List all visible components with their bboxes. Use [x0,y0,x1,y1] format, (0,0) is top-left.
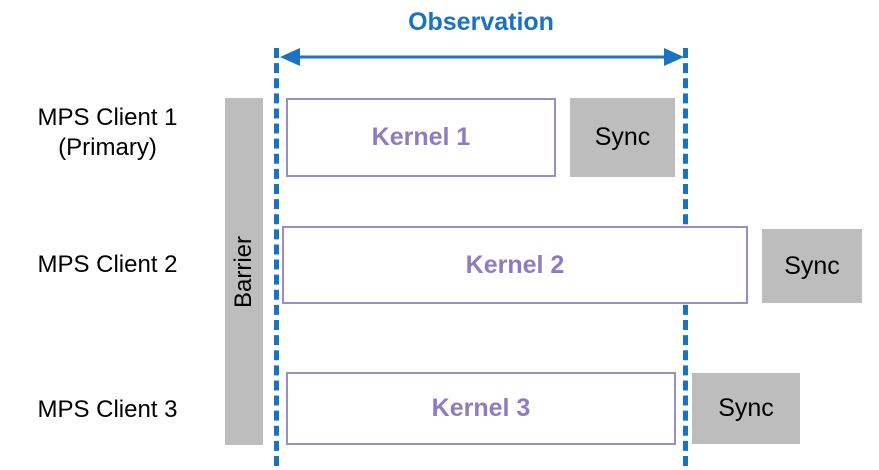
observation-start-line [274,48,279,466]
sync-label-3: Sync [718,394,774,422]
sync-label-2: Sync [784,251,840,280]
kernel-label-2: Kernel 2 [465,250,565,279]
sync-box-3: Sync [692,373,800,444]
kernel-box-1: Kernel 1 [286,98,556,177]
row-label-client-1-line1: MPS Client 1 [37,104,178,131]
sync-box-1: Sync [570,98,675,177]
observation-title: Observation [408,8,554,36]
row-label-client-3: MPS Client 3 [0,395,215,425]
kernel-box-3: Kernel 3 [286,372,676,445]
observation-span-arrow [280,48,684,66]
row-label-client-2: MPS Client 2 [0,250,215,280]
barrier-label: Barrier [230,235,257,308]
row-label-client-2-line1: MPS Client 2 [37,251,178,278]
sync-label-1: Sync [594,123,651,151]
kernel-box-2: Kernel 2 [282,226,748,304]
sync-box-2: Sync [762,229,862,303]
row-label-client-3-line1: MPS Client 3 [37,396,178,423]
row-label-client-1-line2: (Primary) [58,134,157,161]
kernel-label-1: Kernel 1 [371,123,471,151]
barrier-bar: Barrier [225,98,263,445]
kernel-label-3: Kernel 3 [431,394,531,422]
row-label-client-1: MPS Client 1 (Primary) [0,103,215,163]
